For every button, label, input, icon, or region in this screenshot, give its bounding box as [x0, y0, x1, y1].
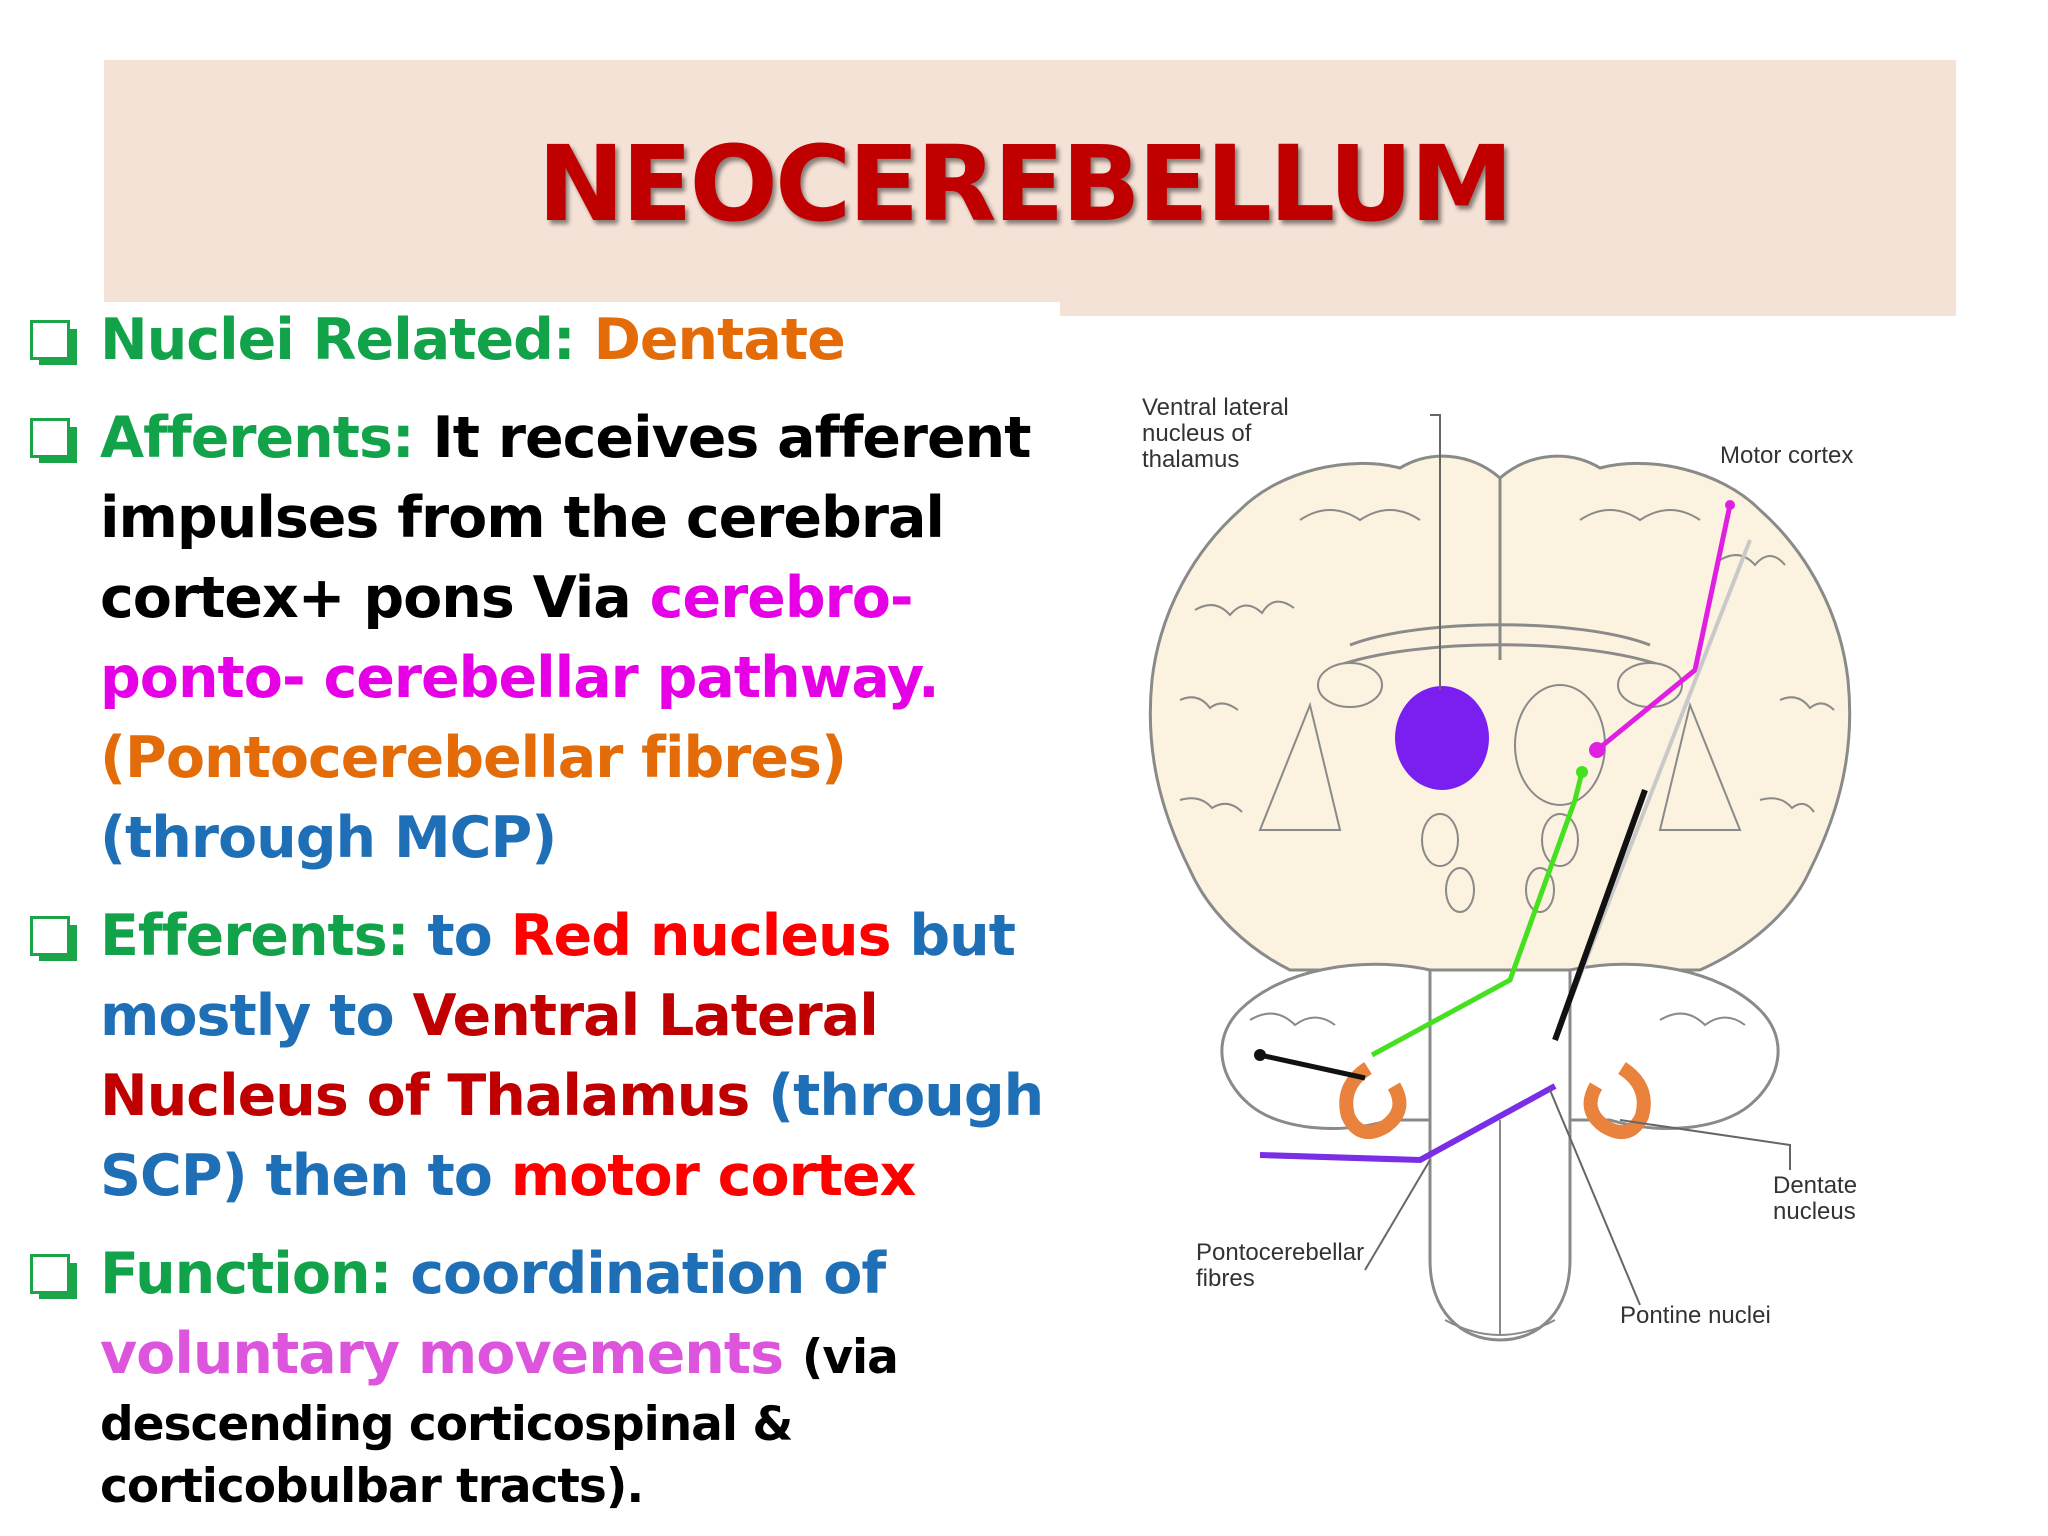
nuclei-value: Dentate	[593, 307, 846, 373]
afferents-text: It receives afferent impulses from the c…	[100, 405, 1032, 631]
page-title: NEOCEREBELLUM	[537, 123, 1513, 245]
dentate-nucleus-shapes	[1339, 1062, 1651, 1140]
text-area-background	[0, 302, 1060, 332]
function-label: Function:	[100, 1241, 392, 1307]
cerebellum-outline	[1220, 962, 1780, 1342]
afferents-fibres: (Pontocerebellar fibres)	[100, 725, 847, 791]
efferents-vl: Ventral Lateral Nucleus of Thalamus	[100, 983, 879, 1129]
bullet-afferents: Afferents: It receives afferent impulses…	[24, 398, 1064, 878]
checkbox-bullet-icon	[30, 1254, 77, 1299]
label-pontocerebellar-1: Pontocerebellar	[1196, 1239, 1364, 1266]
diagram-labels: Ventral lateral nucleus of thalamus Moto…	[1142, 394, 1857, 1329]
efferents-label: Efferents:	[100, 903, 410, 969]
label-motor-cortex: Motor cortex	[1720, 442, 1853, 469]
efferents-motor-cortex: motor cortex	[510, 1143, 917, 1209]
efferents-through: (through SCP) then to	[100, 1063, 1044, 1209]
ventral-lateral-thalamus-nucleus	[1395, 686, 1489, 790]
label-vl-thalamus-1: Ventral lateral	[1142, 394, 1289, 421]
bullet-list: Nuclei Related: Dentate Afferents: It re…	[24, 300, 1064, 1518]
nuclei-label: Nuclei Related:	[100, 307, 576, 373]
efferents-but: but mostly to	[100, 903, 1016, 1049]
bullet-function: Function: coordination of voluntary move…	[24, 1234, 1064, 1518]
checkbox-bullet-icon	[30, 320, 77, 365]
function-coordination: coordination of	[410, 1241, 886, 1307]
function-tracts: descending corticospinal & corticobulbar…	[100, 1397, 793, 1514]
checkbox-bullet-icon	[30, 418, 77, 463]
neocerebellum-diagram: Ventral lateral nucleus of thalamus Moto…	[1142, 394, 1857, 1342]
afferents-through: (through MCP)	[100, 805, 557, 871]
afferents-label: Afferents:	[100, 405, 415, 471]
brain-section-outline	[1148, 454, 1852, 972]
checkbox-bullet-icon	[30, 916, 77, 961]
afferents-pathway: cerebro-ponto- cerebellar pathway.	[100, 565, 940, 711]
leader-lines	[1364, 414, 1791, 1306]
label-dentate-2: nucleus	[1773, 1198, 1856, 1225]
function-voluntary: voluntary movements	[100, 1321, 784, 1387]
label-dentate-1: Dentate	[1773, 1172, 1857, 1199]
efferents-red-nucleus: Red nucleus	[510, 903, 892, 969]
title-band	[104, 60, 1956, 316]
function-via: (via	[801, 1330, 899, 1385]
label-pontocerebellar-2: fibres	[1196, 1265, 1255, 1292]
label-vl-thalamus-2: nucleus of	[1142, 420, 1252, 447]
bullet-nuclei: Nuclei Related: Dentate	[24, 300, 1064, 380]
label-pontine-nuclei: Pontine nuclei	[1620, 1302, 1771, 1329]
pathway-lines	[1254, 500, 1752, 1164]
efferents-to: to	[427, 903, 492, 969]
label-vl-thalamus-3: thalamus	[1142, 446, 1239, 473]
bullet-efferents: Efferents: to Red nucleus but mostly to …	[24, 896, 1064, 1216]
